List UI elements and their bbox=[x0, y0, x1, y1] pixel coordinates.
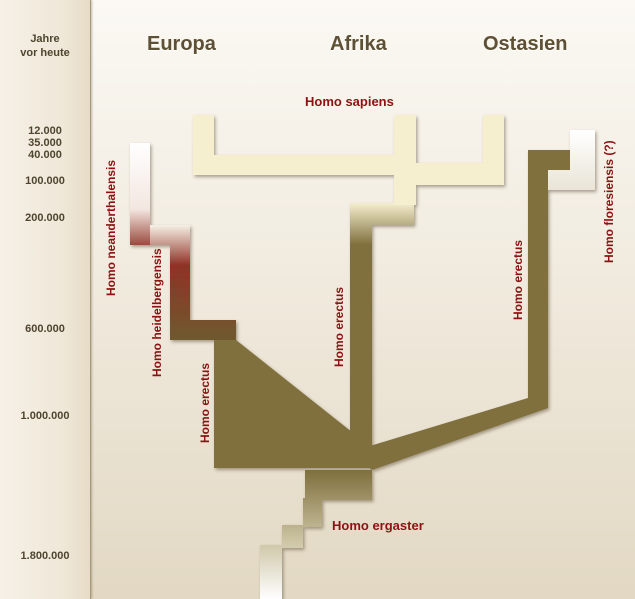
label-homo-heidelbergensis: Homo heidelbergensis bbox=[150, 248, 164, 377]
neanderthalensis-branch bbox=[130, 143, 150, 245]
label-homo-erectus-africa: Homo erectus bbox=[332, 286, 346, 367]
floresiensis-branch bbox=[548, 130, 595, 190]
sapiens-branch bbox=[193, 115, 504, 205]
year-label: 1.000.000 bbox=[20, 410, 70, 422]
label-homo-neanderthalensis: Homo neanderthalensis bbox=[104, 159, 118, 296]
heidelbergensis-branch bbox=[150, 225, 236, 340]
region-africa: Afrika bbox=[330, 33, 387, 55]
label-homo-erectus-asia: Homo erectus bbox=[511, 239, 525, 320]
year-label: 1.800.000 bbox=[20, 550, 70, 562]
year-label: 40.000 bbox=[28, 149, 62, 161]
label-homo-floresiensis: Homo floresiensis (?) bbox=[602, 140, 616, 263]
label-homo-ergaster: Homo ergaster bbox=[332, 518, 424, 533]
africa-erectus-branch bbox=[350, 225, 372, 460]
year-label: 100.000 bbox=[25, 175, 65, 187]
asia-erectus-branch bbox=[350, 150, 548, 470]
asia-erectus-top bbox=[528, 150, 570, 172]
time-axis-panel: Jahre vor heute 12.000 35.000 40.000 100… bbox=[0, 0, 91, 599]
africa-sapiens-transition bbox=[350, 203, 414, 245]
year-label: 200.000 bbox=[25, 212, 65, 224]
ergaster-branch bbox=[260, 470, 372, 599]
label-homo-sapiens: Homo sapiens bbox=[305, 94, 394, 109]
year-label: 12.000 bbox=[28, 125, 62, 137]
axis-title-line1: Jahre bbox=[30, 33, 60, 45]
year-label: 600.000 bbox=[25, 323, 65, 335]
axis-title-line2: vor heute bbox=[20, 47, 70, 59]
label-homo-erectus-europe: Homo erectus bbox=[198, 362, 212, 443]
region-east-asia: Ostasien bbox=[483, 33, 568, 55]
year-label: 35.000 bbox=[28, 137, 62, 149]
europe-erectus-branch bbox=[190, 320, 372, 468]
region-europe: Europa bbox=[147, 33, 216, 55]
